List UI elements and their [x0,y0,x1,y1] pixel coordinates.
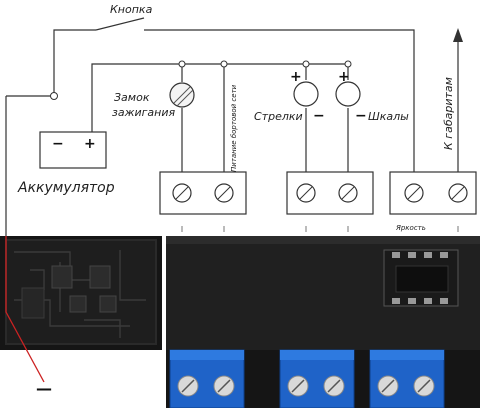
battery-plus-sign: + [84,136,96,152]
blue-terminal-left [169,349,245,408]
ground-minus-sign: — [36,379,52,398]
scales-label: Шкалы [368,110,409,123]
pcb-photo [0,236,162,350]
ignition-lock-icon [169,82,195,108]
dimension-arrow-head [453,28,463,42]
onboard-power-label: Питание бортовой сети [230,84,238,172]
arrows-minus-sign: − [313,108,325,124]
blue-terminal-middle [279,349,355,408]
brightness-label: Яркость [395,224,426,232]
button-wire [53,29,96,97]
transistor-icon [69,295,87,313]
terminal-block-middle [286,171,374,215]
junction-dot [344,60,352,68]
button-lever [95,17,145,31]
arrows-label: Стрелки [254,110,303,123]
scales-plus-sign: + [338,69,350,85]
positive-rail [91,63,349,132]
top-wire-right [144,29,415,172]
junction-dot [302,60,310,68]
arrows-lamp-icon [293,81,319,107]
dimensions-label: К габаритам [442,77,455,150]
battery-box [39,131,107,169]
terminal-block-left [159,171,247,215]
blue-terminal-right [369,349,445,408]
scales-minus-sign: − [355,108,367,124]
junction-dot [178,60,186,68]
arrows-plus-sign: + [290,69,302,85]
junction-dot [220,60,228,68]
ignition-label-line1: Замок [114,91,150,104]
button-label: Кнопка [110,3,153,16]
scales-lamp-icon [335,81,361,107]
tick-marks [181,226,459,232]
ignition-label-line2: зажигания [112,106,176,119]
ground-wire-red [5,236,45,383]
wires [5,17,459,236]
terminal-block-right [389,171,477,215]
junction-dot [50,92,58,100]
transistor-icon [89,265,111,289]
transistor-icon [99,295,117,313]
transistor-icon [51,265,73,289]
battery-minus-sign: − [52,136,64,152]
battery-label: Аккумулятор [17,180,115,196]
